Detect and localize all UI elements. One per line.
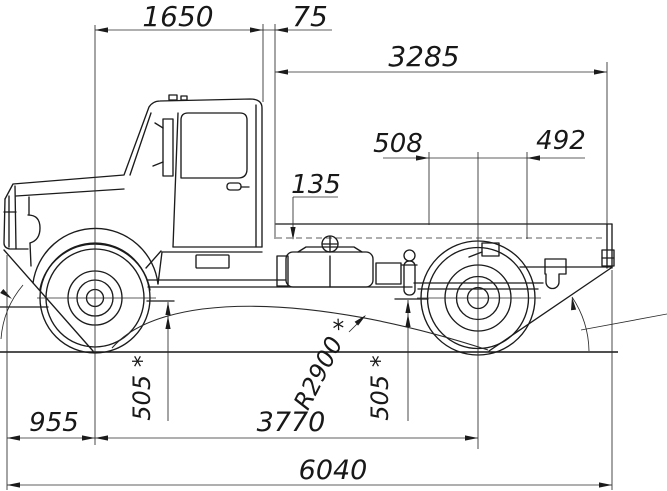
departure-angle-leader	[580, 313, 667, 331]
arrow	[594, 69, 607, 75]
arrow	[250, 27, 263, 33]
equipment-box	[375, 262, 402, 285]
front-wheel-arch-outer	[32, 227, 159, 285]
arrow	[465, 435, 478, 441]
arrow	[354, 315, 366, 326]
arrow	[416, 155, 429, 161]
dimension-505-front: 505 *	[128, 302, 171, 421]
dim-label-492: 492	[536, 126, 586, 156]
frame-rear-end	[606, 223, 613, 269]
dim-label-1650: 1650	[142, 0, 213, 33]
filler-cap-cross	[321, 235, 339, 253]
dim-label-r2900: R2900 *	[288, 315, 357, 414]
dimension-3285: 3285	[275, 40, 607, 75]
approach-angle-line	[3, 249, 94, 352]
side-mirror	[162, 118, 174, 177]
arch-rear-edge	[157, 251, 163, 285]
mirror-brackets	[152, 122, 164, 167]
dimension-r2900: R2900 *	[288, 315, 366, 414]
arrow	[7, 482, 20, 488]
arrow	[275, 69, 288, 75]
cab-step	[195, 254, 230, 269]
dim-label-508: 508	[373, 129, 423, 159]
cab-floor-line	[145, 250, 162, 269]
door-window	[180, 112, 248, 179]
extension-lines	[6, 24, 613, 490]
dim-label-135: 135	[291, 170, 341, 200]
dim-label-75: 75	[292, 0, 328, 33]
approach-angle-arc	[0, 284, 24, 340]
departure-arc-arrow	[571, 297, 577, 311]
windshield-inner-line	[129, 112, 152, 176]
arrow	[527, 155, 540, 161]
door-front-seam	[172, 112, 179, 248]
arrow	[95, 27, 108, 33]
dimension-135: 135	[290, 170, 341, 240]
passability-geometry	[0, 249, 667, 352]
rear-wheel	[417, 240, 541, 356]
dim-label-955: 955	[29, 408, 79, 438]
arrow	[95, 435, 108, 441]
fender-marker-bump	[27, 214, 41, 244]
hood-side-seam	[15, 188, 125, 197]
arrow	[290, 227, 296, 240]
dimension-955-3770: 955 3770	[7, 407, 478, 441]
dimension-6040: 6040	[7, 455, 612, 488]
dim-label-505-rear: 505 *	[366, 355, 394, 420]
arrow	[599, 482, 612, 488]
tow-hook	[544, 258, 567, 290]
vertical-pipe	[403, 260, 416, 296]
arrow	[405, 314, 411, 327]
dim-label-505-front: 505 *	[128, 355, 156, 420]
arrow	[275, 27, 288, 33]
arrow	[165, 316, 171, 329]
door-handle	[226, 182, 242, 191]
cab-hood-outline	[4, 98, 263, 248]
bumper-side-edge	[29, 242, 32, 267]
bracket-link-line	[468, 251, 483, 258]
arrow	[7, 435, 20, 441]
truck-cab-and-hood	[3, 94, 263, 291]
hood-front-edge	[14, 185, 17, 250]
approach-arc-arrow	[0, 288, 12, 299]
chassis-frame	[0, 223, 615, 308]
longitudinal-radius-curve	[111, 305, 489, 351]
frame-bracket-above-wheel	[481, 242, 500, 257]
front-wheel	[37, 242, 156, 354]
departure-angle-line	[488, 267, 612, 352]
dim-label-3285: 3285	[388, 40, 459, 73]
roof-marker-lamp-2	[180, 95, 188, 101]
dim-label-6040: 6040	[299, 455, 368, 486]
arrow	[405, 300, 411, 313]
front-face	[3, 198, 29, 250]
arrow	[82, 435, 95, 441]
step-bracket	[276, 255, 289, 287]
dimension-1650-and-75: 1650 75	[95, 0, 332, 33]
roof-marker-lamp-1	[168, 94, 178, 101]
pipe-cap	[403, 249, 416, 262]
dimension-508-492: 508 492	[373, 126, 586, 161]
arrow	[165, 302, 171, 315]
dim-label-3770: 3770	[257, 407, 326, 438]
dimension-505-rear: 505 *	[366, 300, 411, 421]
departure-angle-arc	[571, 296, 590, 352]
fuel-tank-and-equipment	[276, 235, 418, 296]
